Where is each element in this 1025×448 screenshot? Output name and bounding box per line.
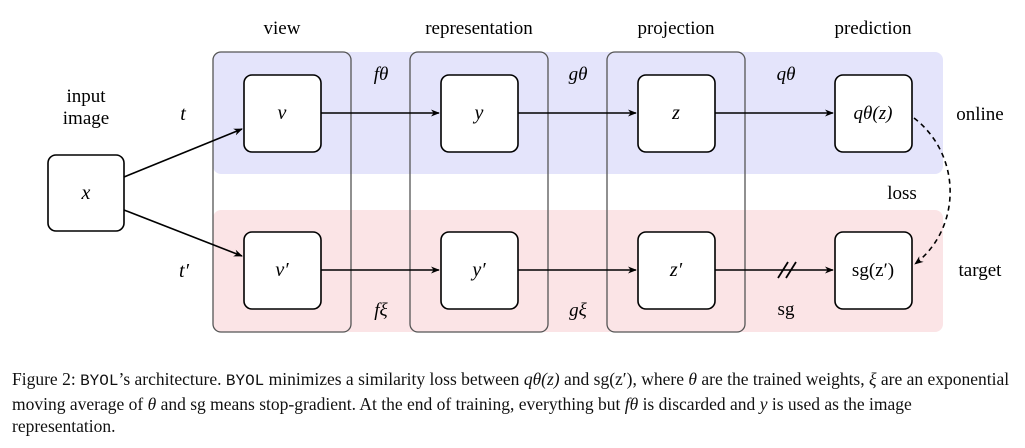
- target-node-representation-label: y′: [470, 259, 486, 281]
- caption-text: and: [156, 393, 191, 414]
- target-edge-label-encoder: fξ: [374, 300, 388, 321]
- column-header-view: view: [264, 18, 301, 39]
- target-band: [213, 210, 943, 332]
- byol-architecture-diagram: view representation projection predictio…: [47, 18, 1004, 333]
- input-node-box: [47, 154, 125, 232]
- target-side-label: target: [959, 260, 1003, 281]
- projection-column-frame: [606, 51, 746, 333]
- online-augment-label: t: [180, 103, 186, 125]
- caption-math: fθ: [624, 393, 639, 414]
- caption-text: , where: [632, 369, 689, 389]
- loss-label: loss: [887, 183, 917, 204]
- input-label-line2: image: [63, 108, 109, 129]
- column-header-representation: representation: [425, 18, 533, 39]
- caption-text: means stop-gradient. At the end of train…: [205, 393, 625, 414]
- target-node-prediction-box: [834, 231, 913, 310]
- figure-caption: Figure 2: BYOL’s architecture. BYOL mini…: [12, 368, 1014, 438]
- caption-text: ’s architecture.: [118, 369, 226, 389]
- caption-text: are an exponential moving average of: [12, 369, 1010, 414]
- online-node-view-label: v: [278, 102, 287, 124]
- caption-math: θ: [147, 393, 157, 414]
- column-header-prediction: prediction: [834, 18, 912, 39]
- caption-math: θ: [688, 369, 697, 389]
- target-edge-label-stop-gradient: sg: [778, 299, 795, 320]
- online-augment-arrow: [123, 128, 243, 178]
- online-edge-label-projector: gθ: [569, 64, 588, 85]
- target-node-prediction-label: sg(z′): [852, 260, 894, 281]
- online-node-prediction-label: qθ(z): [854, 103, 893, 124]
- online-edge-label-predictor: qθ: [777, 64, 796, 85]
- target-augment-label: t′: [179, 260, 190, 282]
- online-node-projection-label: z: [671, 102, 680, 124]
- caption-math: y: [759, 393, 768, 414]
- caption-text: are the trained weights,: [696, 369, 869, 389]
- view-column-frame: [212, 51, 352, 333]
- target-node-projection-label: z′: [669, 259, 683, 281]
- caption-math: sg(z′): [593, 369, 633, 389]
- caption-text: and: [559, 369, 594, 389]
- representation-column-frame: [409, 51, 549, 333]
- caption-math: sg: [190, 393, 206, 414]
- column-header-projection: projection: [637, 18, 715, 39]
- loss-dashed-arrow: [913, 117, 951, 265]
- target-edge-label-projector: gξ: [569, 300, 588, 321]
- online-node-prediction-box: [834, 74, 913, 153]
- online-edge-label-encoder: fθ: [374, 64, 389, 85]
- online-node-representation-label: y: [473, 102, 484, 124]
- stop-gradient-slash-icon: [777, 261, 797, 279]
- caption-math: qθ(z): [523, 369, 560, 389]
- input-node-label: x: [81, 182, 91, 204]
- target-node-view-label: v′: [275, 259, 289, 281]
- caption-text: is used as the image representation.: [12, 393, 912, 437]
- caption-math: ξ: [869, 369, 877, 389]
- online-side-label: online: [956, 104, 1004, 125]
- caption-text: minimizes a similarity loss between: [264, 369, 524, 389]
- caption-byol-name: BYOL: [80, 372, 119, 390]
- caption-byol-name: BYOL: [225, 372, 265, 390]
- input-label-line1: input: [66, 86, 106, 107]
- caption-prefix: Figure 2:: [12, 369, 81, 389]
- caption-text: is discarded and: [638, 393, 760, 414]
- target-augment-arrow: [123, 209, 243, 257]
